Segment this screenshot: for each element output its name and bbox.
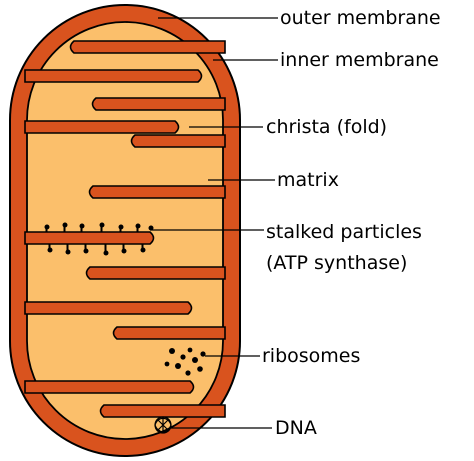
crista-fold xyxy=(25,381,194,393)
crista-fold xyxy=(114,327,226,339)
label-outer-membrane: outer membrane xyxy=(280,7,441,29)
crista-fold xyxy=(71,41,226,53)
crista-fold xyxy=(101,405,226,417)
crista-fold xyxy=(25,302,192,314)
crista-fold xyxy=(132,135,226,147)
crista-fold xyxy=(25,121,179,133)
crista-fold xyxy=(25,70,202,82)
crista-fold xyxy=(90,186,226,198)
label-matrix: matrix xyxy=(277,169,339,191)
crista-fold xyxy=(93,98,226,110)
label-ribosomes: ribosomes xyxy=(262,345,360,367)
label-stalked-particles: stalked particles xyxy=(266,221,422,243)
crista-fold xyxy=(25,232,154,244)
label-atp-synthase: (ATP synthase) xyxy=(266,252,407,274)
label-dna: DNA xyxy=(275,417,317,439)
label-christa: christa (fold) xyxy=(266,116,387,138)
label-inner-membrane: inner membrane xyxy=(280,49,439,71)
crista-fold xyxy=(87,267,226,279)
